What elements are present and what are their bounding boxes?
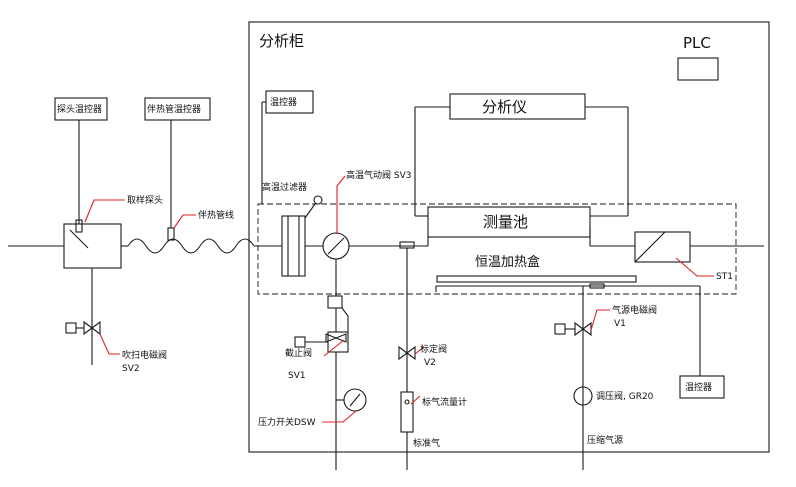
st1-diagonal: [634, 231, 666, 263]
stop-valve-upper: [327, 295, 343, 309]
regulator-label: 调压阀, GR20: [596, 391, 654, 402]
st1-box: [634, 231, 691, 263]
pressure-switch-needle: [349, 393, 361, 407]
probe-temp-controller-box: [54, 97, 108, 121]
cal-gas-label: 标准气: [413, 437, 440, 449]
box-temp-controller-box: [679, 375, 725, 399]
cal-flowmeter-label: 标气流量计: [422, 396, 467, 408]
heat-trace-coil: [127, 238, 255, 254]
cell-label: 测量池: [483, 213, 528, 231]
cal-valve-tag: V2: [424, 358, 436, 368]
hot-valve-label: 高温气动阀 SV3: [346, 169, 411, 181]
trace-sensor: [167, 227, 175, 241]
stop-valve-tag: SV1: [288, 371, 306, 381]
air-valve-actuator: [554, 323, 566, 335]
regulator-circle: [573, 386, 593, 406]
trace-temp-controller-box: [144, 97, 211, 121]
heat-trace-line-label: 伴热管线: [198, 209, 234, 221]
cal-tee: [399, 241, 415, 249]
cabinet-temp-ctrl-label: 温控器: [270, 96, 297, 108]
plc-box: [677, 57, 719, 81]
cal-flowmeter-float: [404, 399, 410, 405]
hot-filter-label: 高温过滤器: [262, 181, 307, 193]
stop-valve-actuator: [294, 336, 306, 348]
probe-diagonal: [69, 229, 89, 249]
hot-filter-body: [281, 215, 306, 277]
stop-valve-body-line: [341, 307, 349, 334]
hot-valve-diagonal: [327, 237, 345, 255]
leader-probe: [84, 199, 125, 223]
purge-valve-symbol: [83, 320, 101, 336]
purge-valve-tag: SV2: [122, 364, 140, 374]
leader-st1: [675, 257, 714, 277]
sampling-probe-box: [63, 223, 122, 269]
air-valve-symbol: [574, 321, 592, 337]
stop-valve-name: 截止阀: [285, 347, 312, 359]
cal-valve-symbol: [398, 345, 416, 361]
probe-temp-ctrl-label: 探头温控器: [57, 103, 102, 115]
air-valve-tag: V1: [614, 319, 626, 329]
heated-box-sensor: [589, 283, 605, 289]
sampling-probe-label: 取样探头: [127, 194, 163, 206]
leader-purge: [99, 333, 120, 355]
leader-air-valve: [590, 309, 610, 331]
plc-label: PLC: [683, 34, 711, 52]
leader-flowmeter: [410, 395, 421, 405]
trace-temp-ctrl-label: 伴热管温控器: [147, 103, 201, 115]
box-temp-ctrl-label: 温控器: [685, 381, 712, 393]
cal-flowmeter-body: [400, 391, 414, 433]
heated-zone: [257, 203, 737, 295]
heated-box-heater: [436, 275, 637, 283]
analyzer-label: 分析仪: [482, 98, 527, 116]
cal-valve-name: 标定阀: [420, 343, 447, 355]
pressure-switch-circle: [343, 388, 367, 412]
cabinet-title: 分析柜: [259, 32, 304, 50]
leader-trace: [173, 214, 196, 229]
compressed-air-label: 压缩气源: [587, 434, 623, 446]
filter-gauge-stem: [304, 203, 316, 219]
purge-valve-actuator: [65, 322, 77, 334]
air-valve-name: 气源电磁阀: [612, 304, 657, 316]
stop-valve-symbol: [325, 333, 347, 343]
heated-box-label: 恒温加热盒: [475, 254, 540, 270]
pressure-switch-label: 压力开关DSW: [258, 416, 316, 428]
cabinet-frame: [248, 21, 770, 453]
leader-pressure-switch: [322, 410, 357, 423]
leader-hot-valve: [336, 175, 346, 234]
st1-label: ST1: [716, 272, 733, 282]
filter-gauge: [313, 195, 323, 205]
leader-cal-valve: [414, 346, 425, 355]
leader-stop-valve: [323, 339, 345, 357]
purge-valve-name: 吹扫电磁阀: [122, 349, 167, 361]
measuring-cell-box: [427, 206, 591, 238]
